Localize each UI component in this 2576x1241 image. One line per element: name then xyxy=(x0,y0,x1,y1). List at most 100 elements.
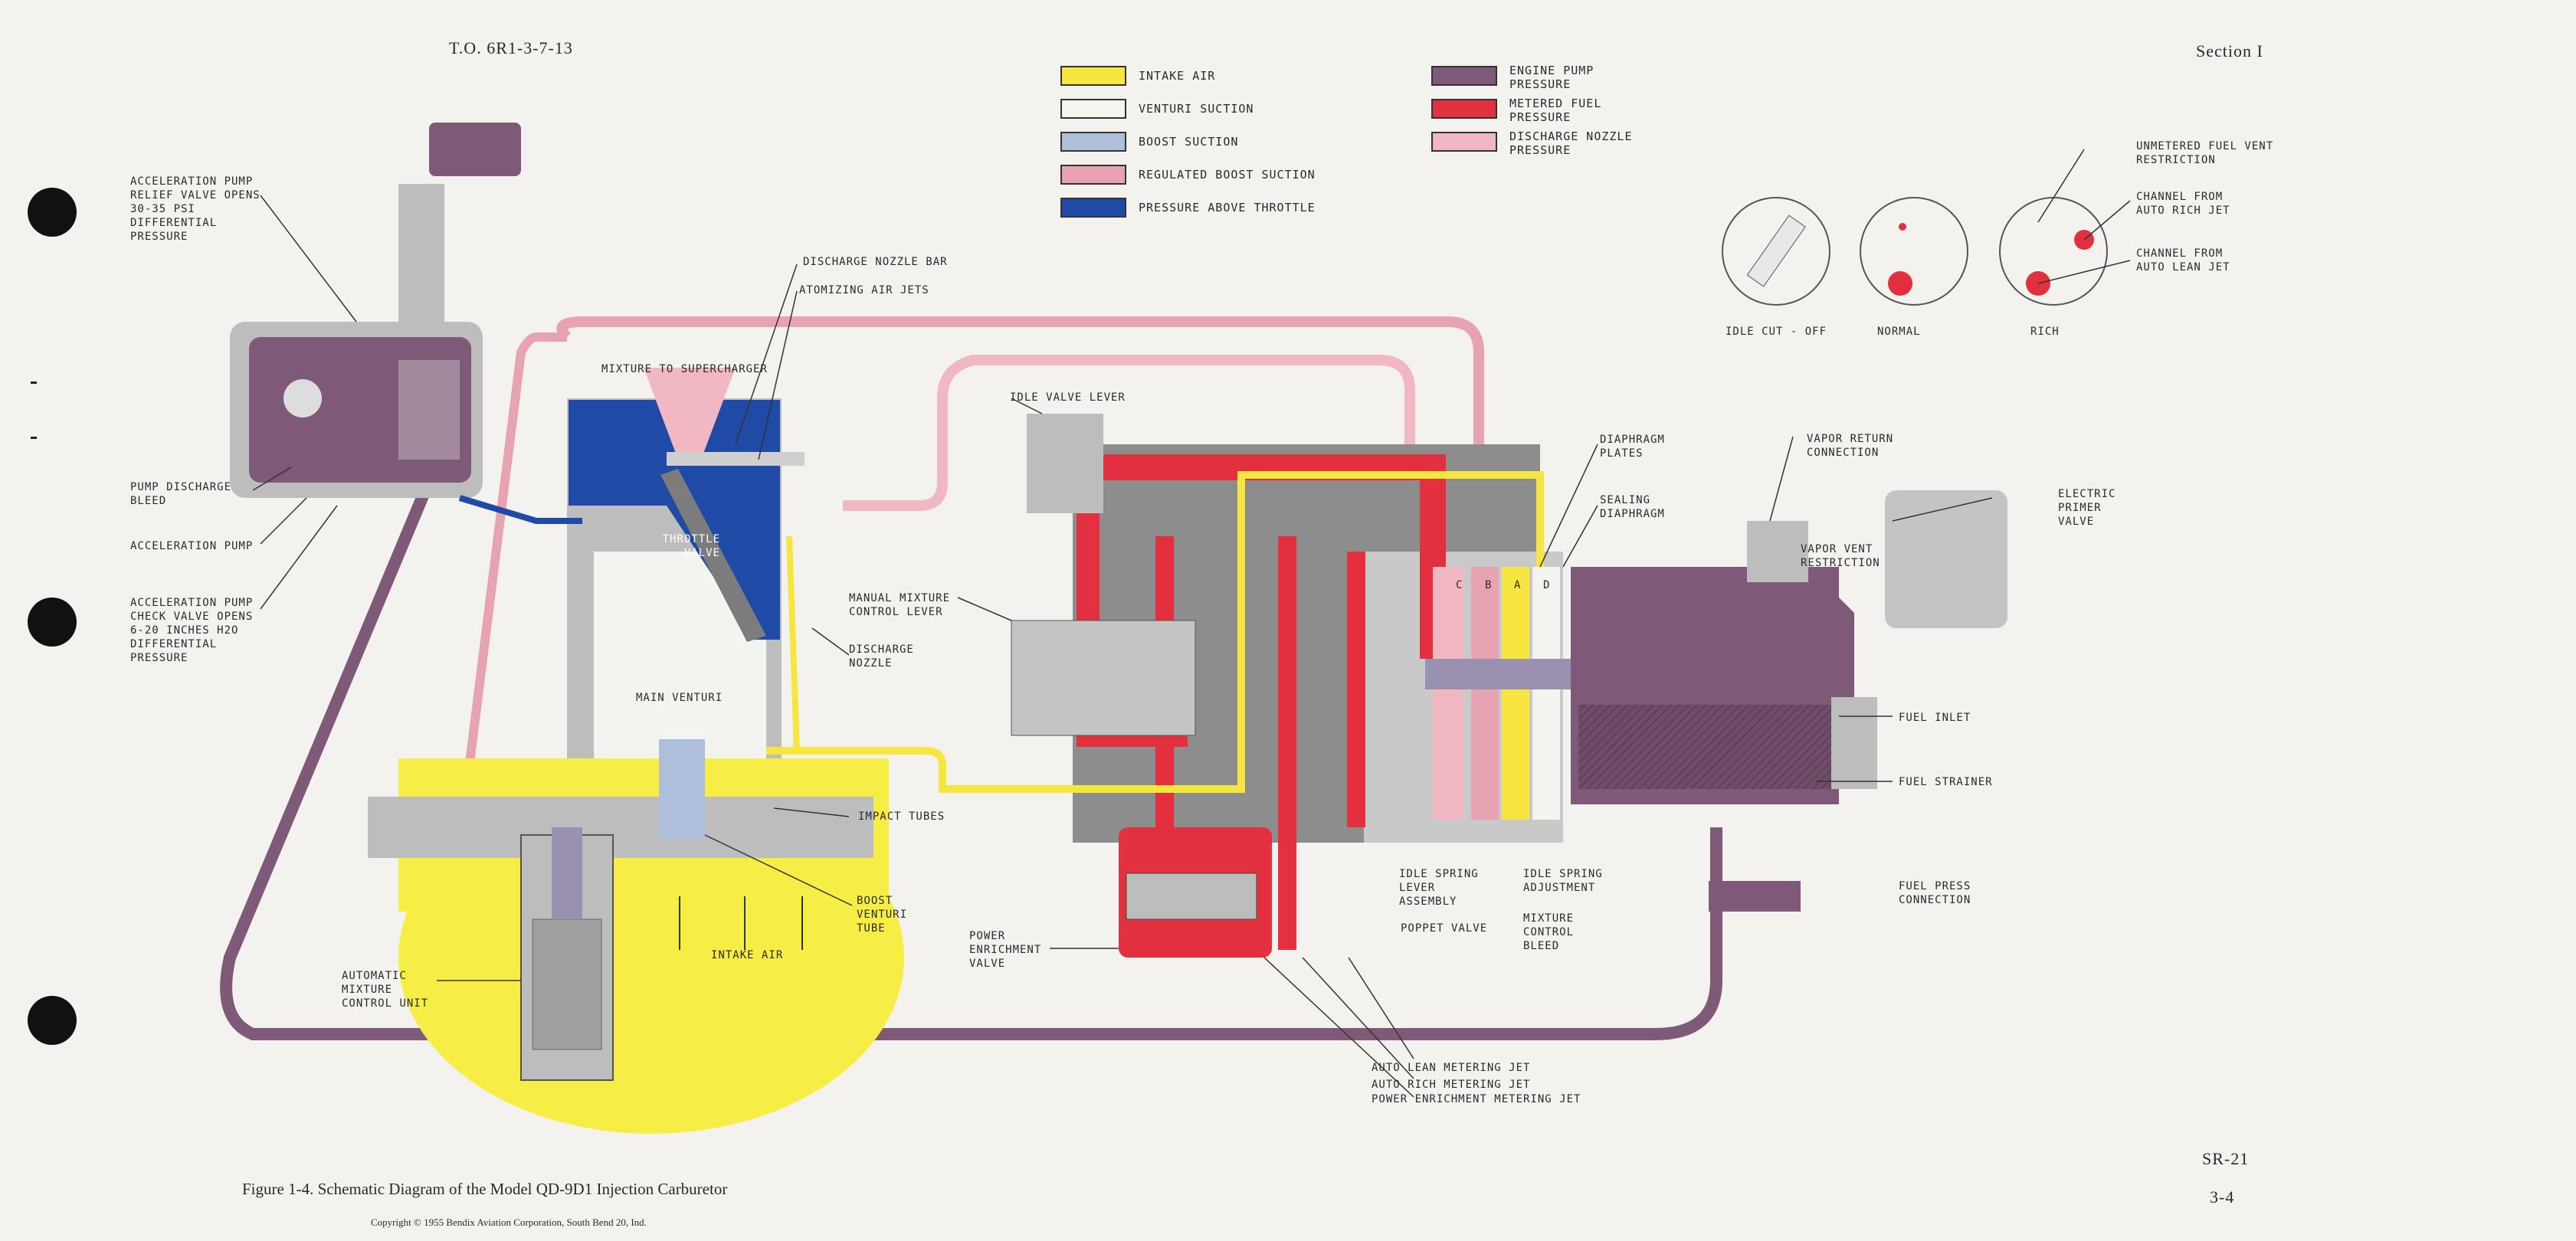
binder-hole-bottom xyxy=(28,996,77,1045)
pink-left-line xyxy=(455,332,567,843)
electric-primer xyxy=(1885,490,2007,628)
idle-cutoff-blade xyxy=(1746,214,1806,287)
engine-pump-return-line xyxy=(220,487,1722,1040)
label-normal: Normal xyxy=(1877,326,1921,338)
legend-label: Metered Fuel Pressure xyxy=(1509,97,1602,124)
fuel-inlet-pipe xyxy=(1831,697,1877,789)
section-label: Section I xyxy=(2196,41,2263,61)
label-chamber-a: A xyxy=(1514,579,1522,591)
label-impact-tubes: Impact Tubes xyxy=(858,810,946,823)
legend-label: Engine Pump Pressure xyxy=(1509,64,1594,91)
label-chamber-c: C xyxy=(1456,579,1463,591)
label-unmetered-vent: Unmetered Fuel Vent Restriction xyxy=(2136,140,2274,166)
manual-mixture-control xyxy=(1011,620,1196,736)
legend-swatch-venturi-suction xyxy=(1060,99,1126,119)
label-fuel-strainer: Fuel Strainer xyxy=(1899,776,1993,788)
binder-hole-top xyxy=(28,188,77,237)
diaphragm-spool xyxy=(1425,659,1578,689)
legend-swatch-regulated-boost xyxy=(1060,165,1126,185)
label-fuel-inlet: Fuel Inlet xyxy=(1899,712,1971,724)
power-enrichment-housing xyxy=(1126,873,1257,920)
label-chamber-d: D xyxy=(1543,579,1551,591)
label-boost-venturi: Boost Venturi Tube xyxy=(857,895,908,935)
legend-label: Discharge Nozzle Pressure xyxy=(1509,129,1633,157)
vapor-vent xyxy=(1747,521,1808,582)
rich-disc xyxy=(1999,197,2108,306)
label-power-enrich: Power Enrichment Valve xyxy=(969,930,1042,970)
label-chamber-b: B xyxy=(1485,579,1493,591)
fuel-strainer xyxy=(1578,705,1854,789)
label-auto-rich: Auto Rich Metering Jet xyxy=(1372,1079,1531,1091)
label-main-venturi: Main Venturi xyxy=(636,692,723,704)
chamber-a xyxy=(1502,567,1529,820)
binder-hole-middle xyxy=(28,598,77,647)
label-nozzle-bar: Discharge Nozzle Bar xyxy=(803,256,948,268)
label-idle-lever: Idle Valve Lever xyxy=(1010,391,1126,404)
relief-valve-stack xyxy=(398,184,444,329)
legend-label: Regulated Boost Suction xyxy=(1139,168,1316,182)
label-accel-relief: Acceleration Pump Relief Valve Opens 30-… xyxy=(130,175,261,243)
mixture-control-positions xyxy=(1722,197,2108,306)
throttle-valve xyxy=(660,469,766,642)
acceleration-pump-lever xyxy=(283,379,322,417)
aneroid-bellows xyxy=(532,918,602,1050)
accel-pump-line xyxy=(458,495,582,524)
leader-lines xyxy=(252,149,2131,1098)
doc-number: T.O. 6R1-3-7-13 xyxy=(449,38,573,57)
label-idle-spring-lever: Idle Spring Lever Assembly xyxy=(1399,868,1479,908)
venturi-line xyxy=(786,535,800,751)
copyright: Copyright © 1955 Bendix Aviation Corpora… xyxy=(371,1216,647,1228)
label-channel-rich: Channel from Auto Rich Jet xyxy=(2136,191,2230,217)
margin-tick xyxy=(31,437,37,439)
legend-swatch-discharge-nozzle xyxy=(1431,132,1497,152)
intake-arrows xyxy=(679,896,803,950)
legend-swatch-intake-air xyxy=(1060,66,1126,86)
legend-swatch-engine-pump xyxy=(1431,66,1497,86)
discharge-nozzle-bar xyxy=(667,452,805,466)
legend-swatch-boost-suction xyxy=(1060,132,1126,152)
label-fuel-press: Fuel Press Connection xyxy=(1899,880,1971,906)
metered-stem xyxy=(552,827,582,919)
normal-lean-hole xyxy=(1888,271,1912,296)
label-poppet: Poppet Valve xyxy=(1401,922,1488,935)
label-vapor-return: Vapor Return Connection xyxy=(1807,433,1894,459)
label-vapor-vent: Vapor Vent Restriction xyxy=(1801,543,1880,569)
label-auto-lean: Auto Lean Metering Jet xyxy=(1372,1062,1531,1074)
margin-tick xyxy=(31,381,37,384)
label-diaphragm-plates: Diaphragm Plates xyxy=(1600,434,1665,460)
model-code: SR-21 xyxy=(2202,1149,2250,1168)
page-number: 3-4 xyxy=(2210,1187,2235,1207)
label-power-jet: Power Enrichment Metering Jet xyxy=(1372,1093,1581,1105)
label-idle-cutoff: Idle Cut - Off xyxy=(1726,326,1827,338)
label-rich: Rich xyxy=(2030,326,2060,338)
label-atomizing: Atomizing Air Jets xyxy=(799,284,929,296)
label-throttle: Throttle Valve xyxy=(662,533,720,559)
normal-disc xyxy=(1860,197,1968,306)
chamber-c xyxy=(1433,567,1463,820)
label-intake-air: Intake Air xyxy=(711,949,784,961)
chamber-d xyxy=(1532,567,1560,820)
figure-caption: Figure 1-4. Schematic Diagram of the Mod… xyxy=(242,1180,728,1198)
label-electric-primer: Electric Primer Valve xyxy=(2058,488,2116,528)
legend-swatch-metered-fuel xyxy=(1431,99,1497,119)
legend-label: Intake Air xyxy=(1139,69,1216,83)
label-sealing: Sealing Diaphragm xyxy=(1600,494,1665,520)
label-pump-discharge: Pump Discharge Bleed xyxy=(130,481,232,507)
fuel-press-connection xyxy=(1709,881,1801,912)
acceleration-pump-spring xyxy=(398,360,460,460)
label-disch-nozzle: Discharge Nozzle xyxy=(849,643,914,670)
boost-venturi-tube xyxy=(659,739,705,839)
pink-upper-loop xyxy=(843,355,1415,582)
label-accel-check: Acceleration Pump Check Valve Opens 6-20… xyxy=(130,597,254,664)
relief-valve-top xyxy=(429,123,521,176)
label-mixture-bleed: Mixture Control Bleed xyxy=(1523,912,1575,952)
pink-outer-line xyxy=(556,316,1484,781)
legend-label: Pressure Above Throttle xyxy=(1139,201,1316,214)
lower-housing xyxy=(368,797,873,858)
chamber-b xyxy=(1471,567,1499,820)
legend-label: Venturi Suction xyxy=(1139,102,1254,116)
label-auto-mixture: Automatic Mixture Control Unit xyxy=(342,970,429,1010)
impact-tube-line xyxy=(766,471,1544,793)
label-manual-lever: Manual Mixture Control Lever xyxy=(849,592,951,618)
